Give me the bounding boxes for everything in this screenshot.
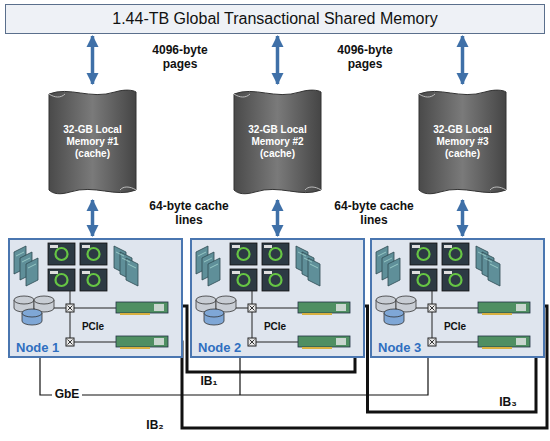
compute-node-box: Node 2 <box>190 238 365 358</box>
memory-transfer-arrow <box>276 200 280 236</box>
memory-label: 32-GB Local Memory #1 (cache) <box>60 124 126 160</box>
memory-title: 1.44-TB Global Transactional Shared Memo… <box>112 10 437 28</box>
node-label: Node 2 <box>198 340 241 355</box>
compute-node-box: Node 1 <box>8 238 183 358</box>
annotation-label: IB₁ <box>196 375 222 389</box>
memory-transfer-arrow <box>91 200 95 236</box>
annotation-label: PCIe <box>78 321 108 333</box>
memory-transfer-arrow <box>91 36 95 84</box>
annotation-label: 64-byte cache lines <box>148 200 230 228</box>
node-label: Node 1 <box>16 340 59 355</box>
shared-memory-bar: 1.44-TB Global Transactional Shared Memo… <box>5 4 545 34</box>
memory-label: 32-GB Local Memory #2 (cache) <box>245 124 311 160</box>
compute-node-box: Node 3 <box>370 238 545 358</box>
annotation-label: IB₃ <box>494 396 522 410</box>
cache-memory-scroll: 32-GB Local Memory #2 (cache) <box>230 86 325 198</box>
cache-memory-scroll: 32-GB Local Memory #3 (cache) <box>415 86 510 198</box>
annotation-label: PCIe <box>260 321 290 333</box>
memory-transfer-arrow <box>461 200 465 236</box>
annotation-label: GbE <box>52 388 82 402</box>
gbe-wire <box>40 358 428 395</box>
memory-transfer-arrow <box>276 36 280 84</box>
annotation-label: 4096-byte pages <box>148 44 212 72</box>
annotation-label: 64-byte cache lines <box>333 200 415 228</box>
annotation-label: PCIe <box>440 321 470 333</box>
memory-label: 32-GB Local Memory #3 (cache) <box>430 124 496 160</box>
node-label: Node 3 <box>378 340 421 355</box>
annotation-label: IB₂ <box>140 419 170 433</box>
annotation-label: 4096-byte pages <box>333 44 397 72</box>
cache-memory-scroll: 32-GB Local Memory #1 (cache) <box>45 86 140 198</box>
memory-transfer-arrow <box>461 36 465 84</box>
